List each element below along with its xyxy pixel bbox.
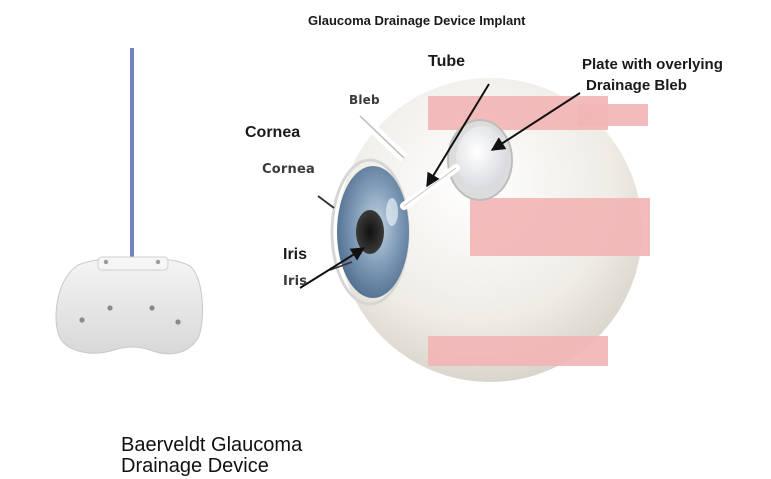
diagram-title: Glaucoma Drainage Device Implant xyxy=(308,13,525,28)
iris-highlight xyxy=(386,198,398,226)
iris-embedded-label: Iris xyxy=(283,274,307,289)
plate-label-line2: Drainage Bleb xyxy=(586,77,687,94)
muscle-band-middle xyxy=(470,198,650,256)
iris-label: Iris xyxy=(283,246,307,264)
plate-label-line1: Plate with overlying xyxy=(582,56,723,73)
baerveldt-device xyxy=(56,48,203,354)
device-hole xyxy=(107,305,112,310)
embedded-cornea-arrow xyxy=(318,196,334,208)
cornea-label: Cornea xyxy=(245,124,300,142)
pupil xyxy=(356,210,384,254)
drainage-bleb xyxy=(456,126,508,190)
tube-label: Tube xyxy=(428,53,465,71)
device-caption: Baerveldt Glaucoma Drainage Device xyxy=(121,435,361,477)
muscle-band-bottom xyxy=(428,336,608,366)
device-hole xyxy=(79,317,84,322)
device-hole xyxy=(149,305,154,310)
device-plate xyxy=(56,259,203,354)
device-hole xyxy=(156,260,160,264)
muscle-band-top-right xyxy=(578,104,648,126)
device-hole xyxy=(104,260,108,264)
bleb-embedded-label: Bleb xyxy=(349,93,380,107)
cornea-embedded-label: Cornea xyxy=(262,162,315,177)
device-hole xyxy=(175,319,180,324)
eye-illustration xyxy=(318,78,650,382)
device-tube xyxy=(130,48,134,260)
